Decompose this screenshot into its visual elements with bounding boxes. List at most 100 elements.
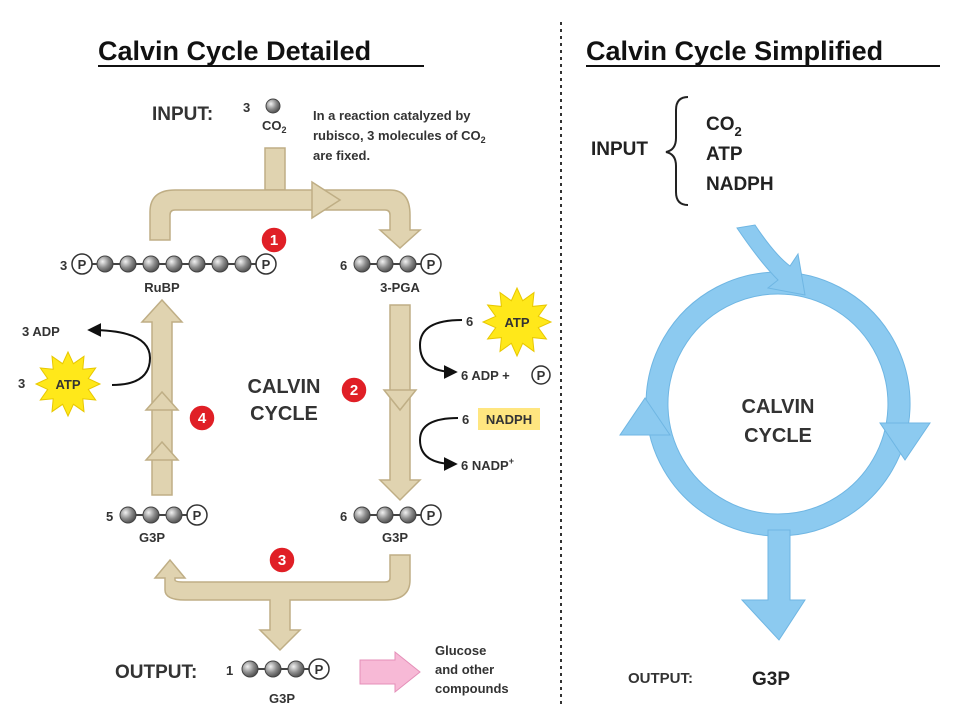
carbon-atom (96, 255, 114, 273)
input-molecule: CO2 (262, 118, 287, 135)
note-line2: rubisco, 3 molecules of CO2 (313, 128, 486, 145)
carbon-atom (241, 660, 259, 678)
phosphate-group (308, 658, 330, 680)
pink-output-arrow (359, 650, 421, 694)
phosphate-group (71, 253, 93, 275)
glucose-line3: compounds (435, 681, 509, 696)
simplified-input-nadph: NADPH (706, 174, 774, 195)
carbon-atom (188, 255, 206, 273)
phosphate-symbol: P (193, 508, 202, 523)
tan-flow-arrows (140, 147, 422, 652)
carbon-atom (399, 506, 417, 524)
bottom-arch-arrow (153, 554, 411, 652)
phosphate-adp-right: P (531, 365, 551, 385)
left-up-head-mid1 (144, 390, 180, 411)
carbon-atom (353, 506, 371, 524)
simplified-cycle-line1: CALVIN (742, 396, 815, 418)
adp-out-label: 6 ADP + (461, 368, 510, 383)
carbon-atom (399, 255, 417, 273)
atp-burst-left: ATP (34, 350, 102, 418)
carbon-atom (211, 255, 229, 273)
g3p6-chain: P (353, 504, 442, 526)
nadph-highlight (478, 408, 540, 430)
svg-text:ATP: ATP (55, 377, 80, 392)
cycle-label-line1: CALVIN (248, 376, 321, 398)
cycle-label-line2: CYCLE (250, 403, 318, 425)
pga-chain: P (353, 253, 442, 275)
nadph-consume-curve (418, 417, 459, 471)
nadph-label: NADPH (486, 412, 532, 427)
rubp-count: 3 (60, 258, 67, 273)
simplified-cycle-line2: CYCLE (744, 425, 812, 447)
step-1-badge: 1 (260, 226, 288, 254)
simplified-cycle-ring (619, 224, 931, 641)
carbon-atom (287, 660, 305, 678)
svg-text:3: 3 (278, 552, 286, 569)
ring-input-arrow (736, 224, 806, 296)
carbon-atom (142, 506, 160, 524)
g3p5-label: G3P (139, 530, 165, 545)
svg-text:2: 2 (350, 382, 358, 399)
glucose-line1: Glucose (435, 643, 486, 658)
pga-count: 6 (340, 258, 347, 273)
detailed-title: Calvin Cycle Detailed (98, 36, 371, 66)
carbon-atom (376, 506, 394, 524)
atp-consume-curve (418, 319, 463, 379)
nadph-count: 6 (462, 412, 469, 427)
g3p5-count: 5 (106, 509, 113, 524)
ring-output-arrow (740, 529, 806, 641)
simplified-title: Calvin Cycle Simplified (586, 36, 883, 66)
input-label: INPUT: (152, 104, 213, 125)
note-line3: are fixed. (313, 148, 370, 163)
note-line1: In a reaction catalyzed by (313, 108, 471, 123)
nadp-out-label: 6 NADP+ (461, 456, 514, 473)
step-3-badge: 3 (268, 546, 296, 574)
output-label: OUTPUT: (115, 662, 197, 683)
pga-label: 3-PGA (380, 280, 420, 295)
g3p6-label: G3P (382, 530, 408, 545)
simplified-input-label: INPUT (591, 139, 648, 160)
simplified-output-label: OUTPUT: (628, 670, 693, 687)
phosphate-symbol: P (78, 257, 87, 272)
input-arrow (264, 147, 286, 191)
ring-right-arrowhead (879, 422, 931, 461)
g3p5-chain: P (119, 504, 208, 526)
co2-molecule-ball (265, 98, 281, 114)
carbon-atom (119, 255, 137, 273)
atp-burst-right: ATP (481, 286, 553, 358)
ring-left-arrowhead (619, 397, 671, 436)
carbon-atom (264, 660, 282, 678)
carbon-atom (376, 255, 394, 273)
input-count: 3 (243, 100, 250, 115)
left-up-head-mid2 (144, 440, 180, 461)
top-arch-arrow (149, 189, 422, 250)
carbon-atom (142, 255, 160, 273)
atp-regen-curve (87, 323, 152, 386)
carbon-atom (165, 255, 183, 273)
phosphate-symbol: P (427, 508, 436, 523)
carbon-atom (119, 506, 137, 524)
carbon-atom (165, 506, 183, 524)
rubp-label: RuBP (144, 280, 180, 295)
step-4-badge: 4 (188, 404, 216, 432)
glucose-line2: and other (435, 662, 494, 677)
simplified-input-co2: CO2 (706, 114, 742, 139)
simplified-input-atp: ATP (706, 144, 743, 165)
phosphate-group (420, 253, 442, 275)
output-count: 1 (226, 663, 233, 678)
svg-text:4: 4 (198, 410, 207, 427)
simplified-output-value: G3P (752, 669, 790, 690)
atp-in-count: 6 (466, 314, 473, 329)
right-down-head-mid (382, 389, 418, 412)
step-2-badge: 2 (340, 376, 368, 404)
phosphate-group (420, 504, 442, 526)
output-mol-label: G3P (269, 691, 295, 706)
top-arch-head (311, 180, 342, 220)
phosphate-symbol: P (262, 257, 271, 272)
phosphate-group (186, 504, 208, 526)
g3p-output-chain: P (241, 658, 330, 680)
carbon-atom (353, 255, 371, 273)
phosphate-symbol: P (427, 257, 436, 272)
